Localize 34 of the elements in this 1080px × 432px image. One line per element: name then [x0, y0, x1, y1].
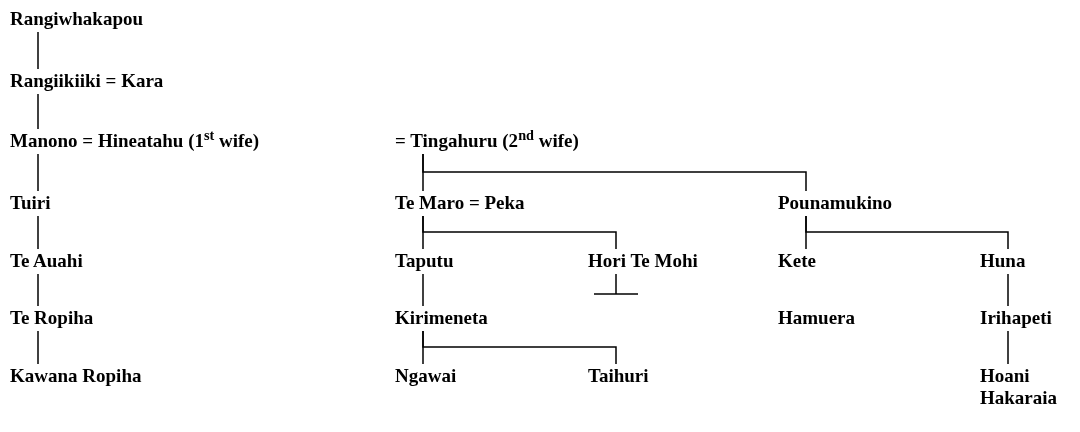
person-name: Tuiri	[10, 192, 51, 214]
person-name: Te Ropiha	[10, 307, 94, 329]
person-name: Kete	[778, 250, 816, 272]
connector-line	[422, 153, 807, 192]
connector-line	[37, 330, 39, 365]
connector-line	[37, 215, 39, 250]
connector-line	[1007, 273, 1009, 307]
person-name: Kirimeneta	[395, 307, 488, 329]
person-name: Pounamukino	[778, 192, 893, 214]
person-name: Hamuera	[778, 307, 856, 329]
person-name: Huna	[980, 250, 1026, 272]
connector-line	[805, 215, 1009, 250]
connector-line	[37, 31, 39, 70]
person-name: Hoani Hakaraia	[980, 365, 1072, 409]
person-name: Te Auahi	[10, 250, 83, 272]
person-name: Hori Te Mohi	[588, 250, 698, 272]
connector-line	[37, 153, 39, 192]
person-name: = Tingahuru (2$^{nd}$ wife)	[395, 130, 579, 152]
connector-line	[422, 330, 617, 365]
connector-line	[37, 93, 39, 130]
connector-line	[593, 273, 639, 295]
connector-line	[422, 215, 617, 250]
person-name: Ngawai	[395, 365, 457, 387]
connector-line	[422, 273, 424, 307]
person-name: Rangiwhakapou	[10, 8, 144, 30]
person-name: Taputu	[395, 250, 454, 272]
person-name: Kawana Ropiha	[10, 365, 142, 387]
person-name: Manono = Hineatahu (1$^{st}$ wife)	[10, 130, 260, 152]
connector-line	[1007, 330, 1009, 365]
person-name: Irihapeti	[980, 307, 1052, 329]
person-name: Te Maro = Peka	[395, 192, 525, 214]
person-name: Rangiikiiki = Kara	[10, 70, 164, 92]
connector-line	[37, 273, 39, 307]
person-name: Taihuri	[588, 365, 649, 387]
